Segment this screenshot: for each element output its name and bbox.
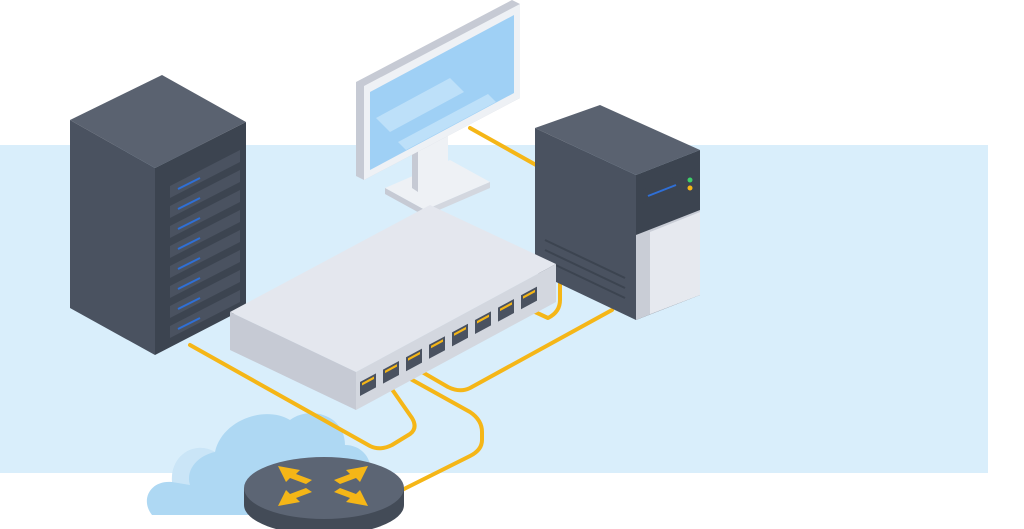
server-slot — [170, 270, 240, 318]
server-slot — [170, 190, 240, 238]
switch-port — [360, 373, 376, 396]
switch-port — [475, 311, 491, 334]
server-slot — [170, 250, 240, 298]
server-rack-icon — [70, 75, 246, 355]
switch-port — [521, 286, 537, 310]
server-slot — [170, 290, 240, 338]
server-slot — [170, 210, 240, 258]
switch-ports — [360, 286, 537, 396]
switch-port — [406, 348, 422, 372]
router-arrows-icon — [278, 466, 368, 506]
server-slot — [170, 230, 240, 278]
switch-port — [429, 336, 445, 359]
switch-port — [383, 361, 399, 384]
server-slot — [170, 150, 240, 198]
router-icon — [244, 457, 404, 529]
monitor-icon — [356, 0, 520, 216]
switch-port — [498, 299, 514, 322]
switch-port — [452, 323, 468, 347]
network-switch-icon — [230, 205, 556, 410]
desktop-tower-icon — [535, 105, 700, 320]
server-slot — [170, 170, 240, 218]
server-rack-slots — [170, 150, 240, 338]
